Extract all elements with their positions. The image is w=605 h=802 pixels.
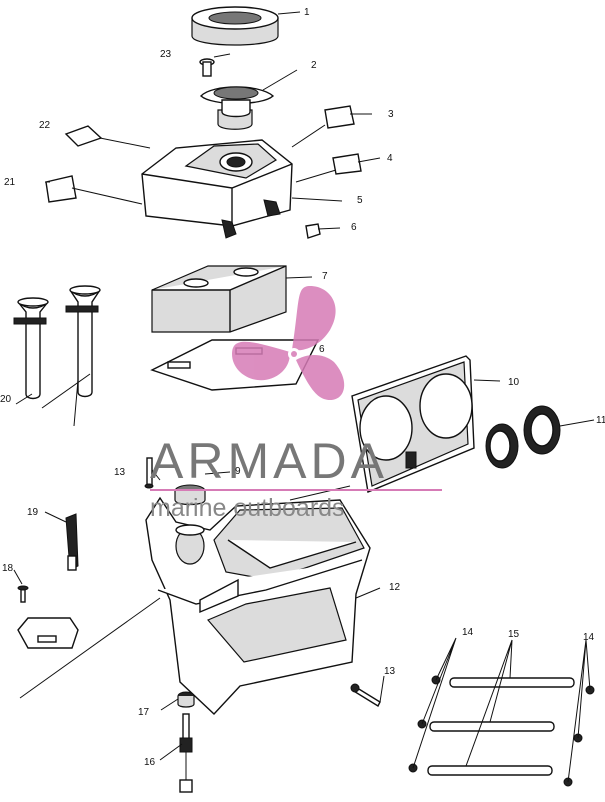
part-2-intake-cap (200, 86, 275, 130)
propeller-blade-1 (292, 286, 336, 351)
leader-lines (13, 11, 595, 783)
callout-14-left: 14 (462, 627, 474, 638)
callout-7: 7 (322, 271, 328, 282)
part-20-velocity-stack-right (65, 285, 101, 398)
part-21-decal (45, 175, 77, 203)
part-17-grommet (177, 691, 195, 708)
callout-19: 19 (27, 507, 39, 518)
part-18-bolt (17, 585, 29, 603)
callout-14-right: 14 (583, 632, 595, 643)
part-22-decal (64, 125, 103, 147)
part-23-push-rivet (199, 58, 215, 77)
part-15-rod-2 (429, 721, 555, 732)
part-12-airbox-housing (145, 496, 371, 715)
callout-4: 4 (387, 153, 393, 164)
part-11-coupler-boot-2 (523, 405, 561, 455)
bracket (17, 617, 79, 649)
part-19-clip (65, 513, 79, 571)
callout-13-left: 13 (114, 467, 126, 478)
watermark-logo (232, 286, 345, 400)
propeller-blade-2 (232, 341, 290, 381)
part-11-coupler-boot-1 (485, 423, 519, 469)
part-10-frame-plate (351, 355, 475, 493)
part-15-rod-1 (449, 677, 575, 688)
callout-16: 16 (144, 757, 156, 768)
part-16-drain (179, 713, 193, 793)
callout-3: 3 (388, 109, 394, 120)
watermark-tagline: marine outboards (150, 494, 345, 522)
part-13-screw-left (144, 457, 154, 489)
part-7-filter-element (151, 265, 287, 333)
callout-15: 15 (508, 629, 520, 640)
part-20-velocity-stack-left (13, 297, 49, 400)
callout-6-top: 6 (351, 222, 357, 233)
callout-23: 23 (160, 49, 172, 60)
callout-2: 2 (311, 60, 317, 71)
callout-labels: 1 23 2 22 3 4 21 5 6 7 6 10 20 11 13 9 1… (0, 7, 605, 768)
callout-17: 17 (138, 707, 150, 718)
callout-10: 10 (508, 377, 520, 388)
callout-12: 12 (389, 582, 401, 593)
watermark-brand: ARMADA (150, 433, 388, 489)
callout-5: 5 (357, 195, 363, 206)
part-13-screw-right (350, 683, 381, 707)
callout-20: 20 (0, 394, 12, 405)
propeller-blade-3 (296, 355, 345, 400)
callout-1: 1 (304, 7, 310, 18)
part-1-foam-ring (191, 6, 279, 46)
callout-9: 9 (235, 466, 241, 477)
part-6-fastener (305, 223, 321, 239)
callout-11: 11 (596, 415, 605, 426)
callout-21: 21 (4, 177, 16, 188)
callout-18: 18 (2, 563, 14, 574)
part-15-rod-3 (427, 765, 553, 776)
callout-22: 22 (39, 120, 51, 131)
callout-13-right: 13 (384, 666, 396, 677)
part-3-decal (324, 105, 355, 129)
part-4-decal (332, 153, 362, 175)
callout-6-plate: 6 (319, 344, 325, 355)
part-5-airbox-cover (141, 139, 293, 239)
